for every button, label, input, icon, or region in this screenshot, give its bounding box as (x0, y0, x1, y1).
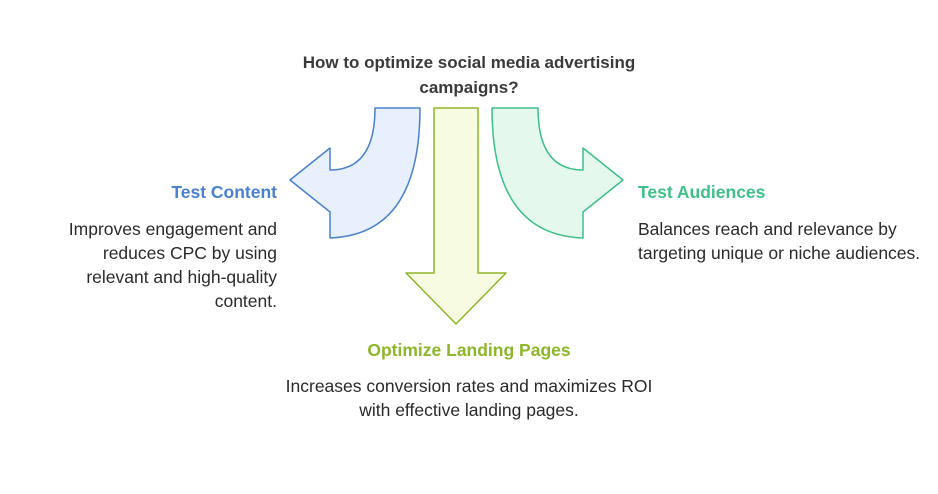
optimize-landing-pages-heading: Optimize Landing Pages (367, 340, 571, 360)
test-audiences-description: Balances reach and relevance by targetin… (638, 219, 921, 263)
test-content-heading: Test Content (171, 182, 277, 202)
test-audiences-heading: Test Audiences (638, 182, 766, 202)
left-curved-arrow (289, 107, 421, 239)
diagram-title: How to optimize social media advertising… (302, 53, 636, 97)
test-content-description: Improves engagement and reduces CPC by u… (68, 219, 277, 311)
right-curved-arrow (491, 107, 624, 239)
down-arrow (405, 107, 507, 325)
optimize-landing-pages-description: Increases conversion rates and maximizes… (285, 376, 653, 420)
